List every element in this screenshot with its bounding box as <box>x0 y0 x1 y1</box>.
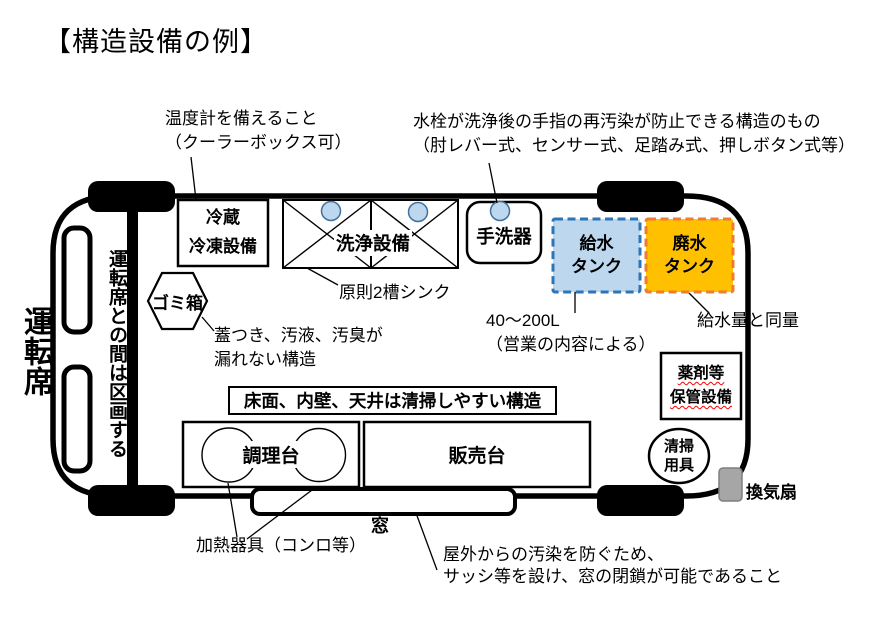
vehicle-body-outline <box>50 193 751 499</box>
thermometer-annotation: 温度計を備えること （クーラーボックス可） <box>165 109 352 153</box>
fridge-box <box>176 198 270 268</box>
handwash-label: 手洗器 <box>476 226 532 247</box>
sales-table-label: 販売台 <box>448 446 506 467</box>
driver-seat-label: 運転席 <box>19 306 52 396</box>
sales-table-box <box>362 420 592 489</box>
leader-sink-note <box>306 267 339 286</box>
water-tank-label: 給水 タンク <box>571 233 622 276</box>
cleaning-tools-label: 清掃 用具 <box>663 437 694 475</box>
heating-note: 加熱器具（コンロ等） <box>196 536 366 555</box>
sink-note: 原則2槽シンク <box>339 283 451 302</box>
leader-thermometer <box>190 156 197 201</box>
driver-partition-line <box>127 196 138 494</box>
cleaning-tools-circle <box>647 427 711 485</box>
waste-tank-box <box>644 217 735 294</box>
chemical-storage-box <box>659 351 743 421</box>
waste-tank-label: 廃水 タンク <box>664 233 715 276</box>
leader-heating-2 <box>246 486 317 540</box>
washing-label: 洗浄設備 <box>334 230 413 256</box>
leader-waste-capacity <box>688 292 710 314</box>
wheel-rear-bottom <box>597 485 684 516</box>
faucet-icon <box>320 200 342 222</box>
faucet-icon <box>407 201 429 223</box>
leader-faucet <box>488 162 498 204</box>
floor-note-box <box>228 386 557 415</box>
driver-seat-bottom <box>61 364 93 474</box>
water-capacity-note: 40〜200L （営業の内容による） <box>486 311 656 355</box>
ventilation-fan-box <box>718 467 743 502</box>
cooking-table-label: 調理台 <box>183 422 359 487</box>
window-box <box>250 487 517 516</box>
leader-window-note <box>415 512 438 571</box>
wheel-rear-top <box>597 181 684 212</box>
leader-lines <box>190 156 710 571</box>
page-title: 【構造設備の例】 <box>44 27 268 57</box>
window-note: 屋外からの汚染を防ぐため、 サッシ等を設け、窓の閉鎖が可能であること <box>443 545 782 587</box>
chemical-storage-label: 薬剤等 保管設備 <box>669 364 732 406</box>
waste-capacity-note: 給水量と同量 <box>697 311 799 330</box>
ventilation-fan-label: 換気扇 <box>746 483 797 502</box>
window-label: 窓 <box>371 516 389 536</box>
driver-seat-top <box>61 225 93 335</box>
leader-heating-1 <box>227 482 238 538</box>
water-tank-box <box>551 217 642 294</box>
faucet-annotation: 水栓が洗浄後の手指の再汚染が防止できる構造のもの （肘レバー式、センサー式、足踏… <box>413 112 855 156</box>
fridge-label: 冷蔵 冷凍設備 <box>189 208 257 256</box>
faucet-icon <box>489 200 511 222</box>
leader-trash-note <box>201 316 215 332</box>
floor-note-label: 床面、内壁、天井は清掃しやすい構造 <box>243 391 542 411</box>
trash-note: 蓋つき、汚液、汚臭が 漏れない構造 <box>214 326 383 370</box>
wheel-front-bottom <box>88 485 175 516</box>
driver-partition-note: 運転席との間は区画する <box>106 249 127 458</box>
trash-hexagon <box>146 271 209 331</box>
trash-label: ゴミ箱 <box>152 293 203 313</box>
